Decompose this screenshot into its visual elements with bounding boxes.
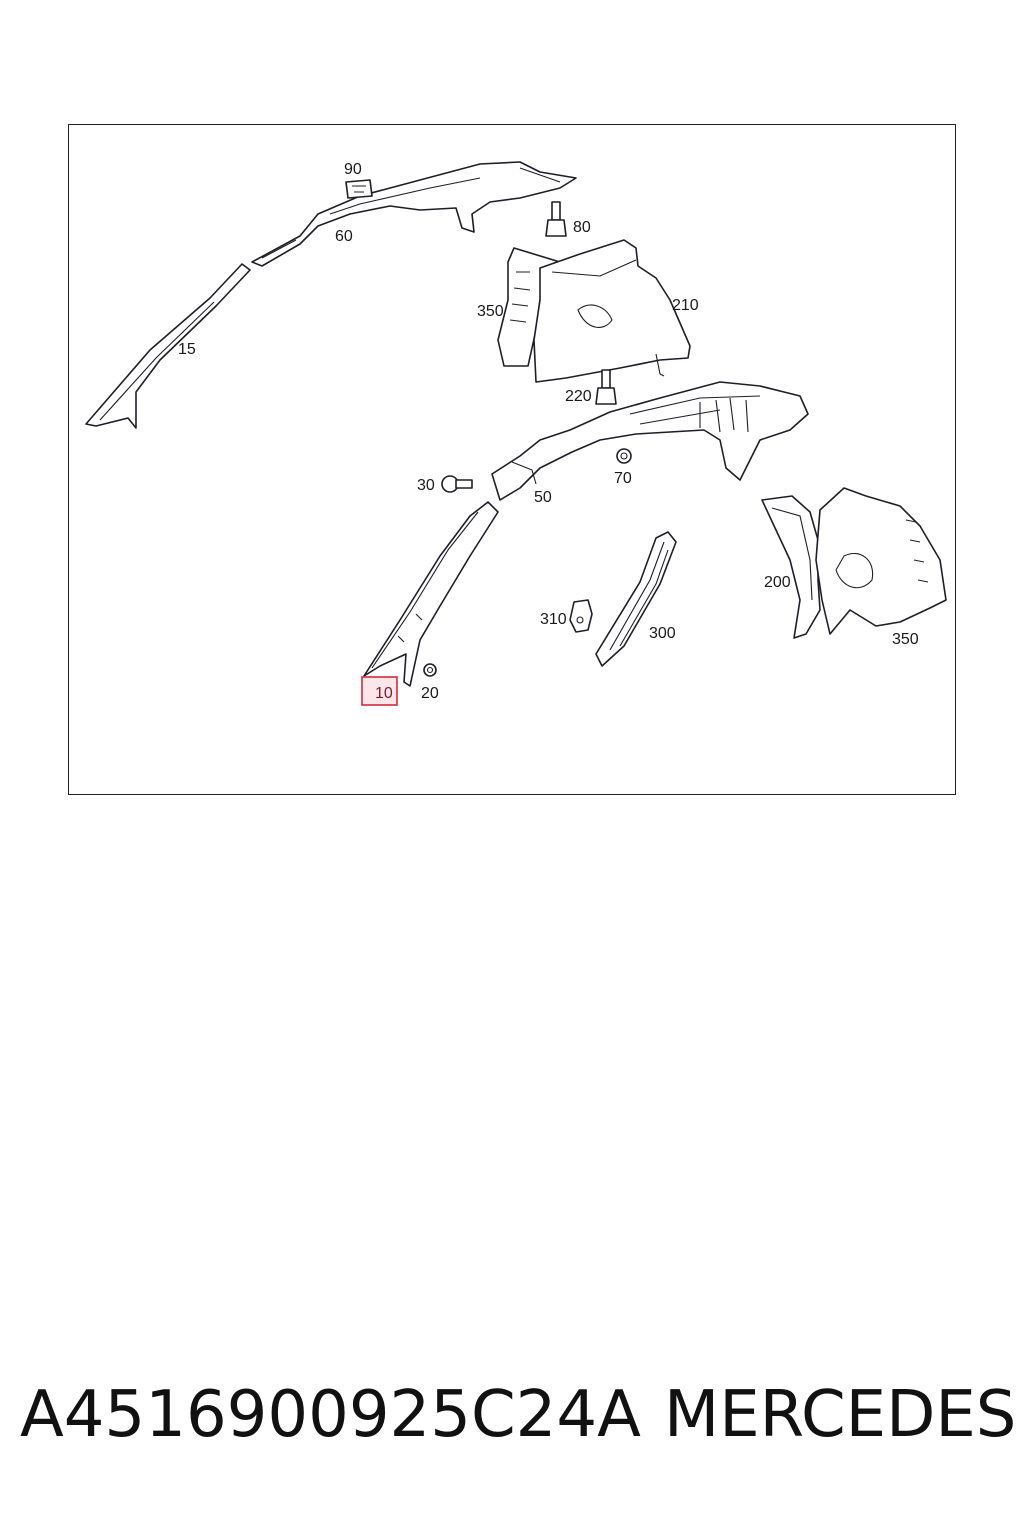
callout-70: 70	[614, 470, 632, 487]
diagram-frame	[68, 124, 956, 795]
callout-15: 15	[178, 341, 196, 358]
callout-90: 90	[344, 161, 362, 178]
part-number: A4516900925C24A	[20, 1378, 641, 1452]
part-220-screw[interactable]	[595, 369, 617, 405]
part-70-nut[interactable]	[616, 448, 632, 464]
part-50-upper-trim[interactable]	[491, 381, 809, 501]
part-15-a-pillar-strip[interactable]	[85, 263, 251, 429]
callout-310: 310	[540, 611, 567, 628]
part-60-roof-trim[interactable]	[251, 161, 577, 267]
callout-10[interactable]: 10	[375, 685, 393, 702]
callout-50: 50	[534, 489, 552, 506]
part-200-wheel-arch-trim[interactable]	[761, 495, 821, 639]
callout-30: 30	[417, 477, 435, 494]
part-30-bolt[interactable]	[441, 475, 473, 493]
part-350-lower-panel[interactable]	[815, 487, 947, 635]
part-80-screw[interactable]	[545, 201, 567, 237]
caption: A4516900925C24A MERCEDES	[0, 1378, 1024, 1468]
part-90-clip[interactable]	[345, 179, 373, 199]
callout-200: 200	[764, 574, 791, 591]
callout-210: 210	[672, 297, 699, 314]
callout-80: 80	[573, 219, 591, 236]
part-310-cover[interactable]	[569, 599, 593, 633]
part-210-c-pillar-trim[interactable]	[533, 239, 691, 383]
callout-20: 20	[421, 685, 439, 702]
brand-name: MERCEDES	[664, 1378, 1017, 1452]
part-20-nut[interactable]	[423, 663, 437, 677]
callout-300: 300	[649, 625, 676, 642]
part-10-pillar-trim[interactable]	[363, 501, 499, 687]
callout-220: 220	[565, 388, 592, 405]
callout-60: 60	[335, 228, 353, 245]
highlight-box	[361, 676, 398, 706]
callout-350-lower: 350	[892, 631, 919, 648]
callout-350-upper: 350	[477, 303, 504, 320]
part-300-grille[interactable]	[595, 531, 677, 667]
